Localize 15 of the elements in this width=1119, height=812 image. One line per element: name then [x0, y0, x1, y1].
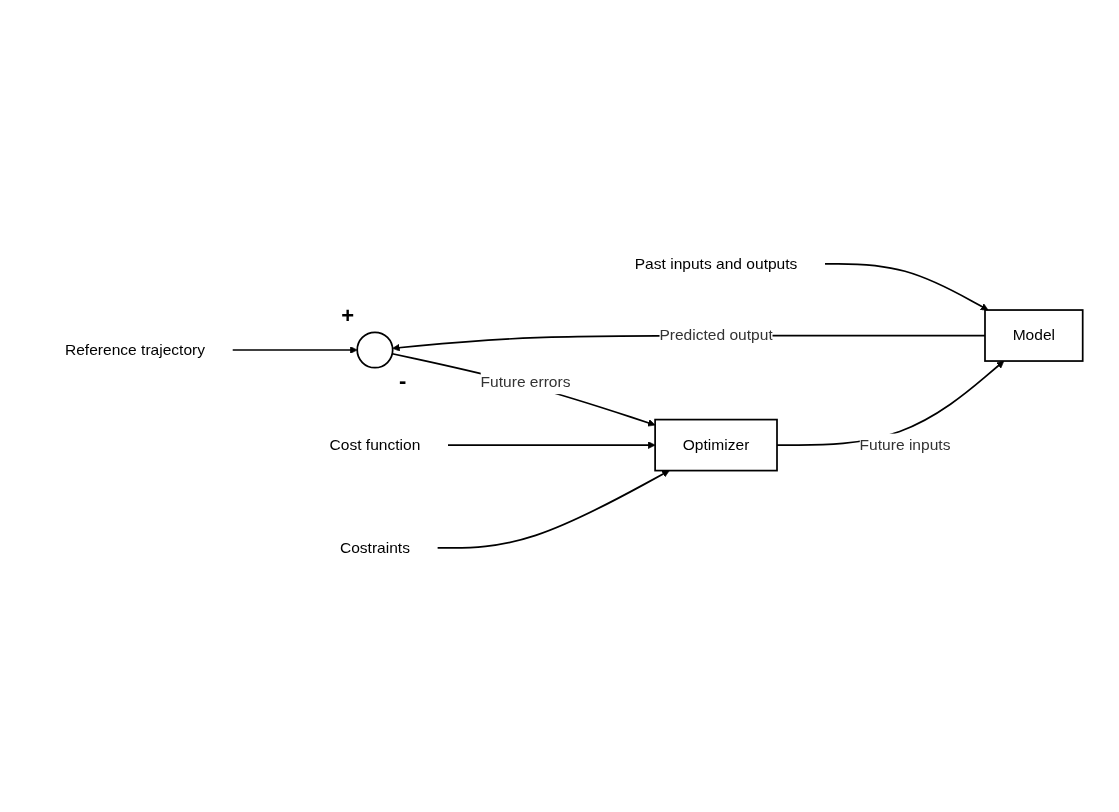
- node-text: Costraints: [339, 539, 410, 557]
- edge-label: Predicted output: [658, 326, 773, 344]
- edge-label: Future inputs: [859, 436, 950, 454]
- sign-label: +: [341, 305, 354, 328]
- node-box: Model: [983, 309, 1084, 363]
- node-box: Optimizer: [653, 418, 778, 472]
- node-text: Cost function: [329, 436, 420, 454]
- edge-label: Future errors: [480, 373, 570, 391]
- node-text: Past inputs and outputs: [634, 254, 797, 273]
- node-circle: [355, 331, 394, 369]
- sign-label: -: [399, 370, 407, 393]
- node-text: Reference trajectory: [64, 341, 205, 359]
- arrow: [446, 441, 655, 450]
- arrow: [436, 470, 670, 549]
- arrow: [823, 263, 988, 311]
